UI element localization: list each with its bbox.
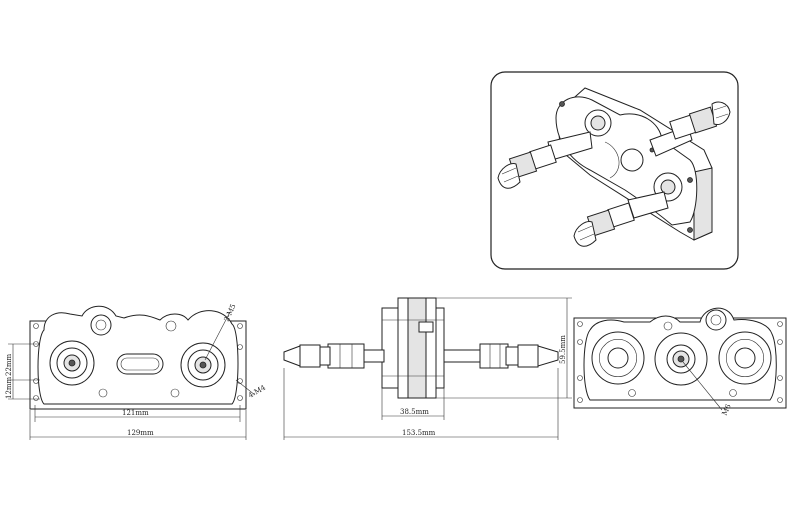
- side-left-sleeve: [299, 344, 321, 368]
- rear-corner-hole-ml: [577, 339, 583, 345]
- label-12mm: 12mm: [5, 376, 13, 399]
- mount-bolt-1: [559, 101, 565, 107]
- label-129mm: 129mm: [127, 429, 154, 437]
- front-corner-hole-bl: [33, 378, 39, 384]
- front-corner-hole-br: [237, 378, 243, 384]
- mount-bolt-3: [687, 227, 693, 233]
- label-385mm: 38.5mm: [400, 408, 429, 416]
- front-gear-left-mid: [56, 347, 88, 379]
- label-121mm: 121mm: [122, 409, 149, 417]
- front-center-slot: [116, 353, 164, 375]
- rear-base-plate: [573, 317, 787, 409]
- side-left-nut: [327, 343, 365, 369]
- side-left-tip: [283, 345, 301, 367]
- front-corner-hole-tr: [237, 323, 243, 329]
- side-right-nut: [479, 343, 509, 369]
- front-gear-left-outer: [49, 340, 95, 386]
- front-corner-hole-br2: [237, 395, 243, 401]
- housing-slot: [604, 141, 620, 179]
- front-top-bolt: [165, 320, 177, 332]
- rear-upper-lobe: [705, 309, 727, 331]
- side-right-shaft: [443, 349, 481, 363]
- rear-gear-right-hub: [734, 347, 756, 369]
- leader-m6: [682, 361, 723, 411]
- rear-corner-hole-bl2: [577, 397, 583, 403]
- gear-hub-right: [660, 179, 676, 195]
- side-right-sleeve: [517, 344, 539, 368]
- side-right-collar: [505, 346, 519, 366]
- rear-gear-right-outer: [718, 331, 772, 385]
- front-upper-hole: [95, 319, 107, 331]
- rear-gear-center-outer: [654, 332, 708, 386]
- rear-corner-hole-br2: [777, 397, 783, 403]
- side-left-shaft: [361, 349, 385, 363]
- rear-top-bolt: [663, 321, 673, 331]
- label-m4: 4-M4: [247, 383, 267, 399]
- label-22mm: 22mm: [5, 353, 13, 376]
- front-view: 2-M5 4-M4 22mm 12mm 121mm 129mm: [5, 303, 267, 440]
- leader-m5: [204, 311, 231, 361]
- front-housing-outline: [37, 305, 239, 405]
- front-gear-right-shaft: [199, 361, 207, 369]
- side-view: 38.5mm 153.5mm 59.5mm: [283, 297, 572, 440]
- rear-upper-hole: [710, 314, 722, 326]
- rear-corner-hole-bl: [577, 375, 583, 381]
- gear-hub-left: [590, 115, 606, 131]
- rear-gear-center-shaft: [677, 355, 685, 363]
- label-m5: 2-M5: [223, 303, 238, 323]
- side-right-tip: [537, 345, 559, 367]
- rear-gear-center-mid: [666, 344, 696, 374]
- collet-front-bottom: [573, 191, 669, 247]
- gearbox-side-face: [693, 167, 713, 241]
- rear-gear-left-outer: [591, 331, 645, 385]
- rear-bolt-br: [729, 389, 737, 397]
- collet-back-right: [649, 101, 731, 157]
- rear-gear-left-hub: [607, 347, 629, 369]
- front-bolt-bl: [98, 388, 108, 398]
- rear-corner-hole-tr: [777, 321, 783, 327]
- collet-front-left: [497, 131, 593, 189]
- gear-housing-center: [620, 148, 644, 172]
- rear-corner-hole-tl: [577, 321, 583, 327]
- rear-view: M6: [573, 307, 787, 417]
- front-gear-left-shaft: [68, 359, 76, 367]
- front-corner-hole-bl2: [33, 395, 39, 401]
- label-1535mm: 153.5mm: [402, 429, 436, 437]
- side-plate-core: [407, 297, 427, 399]
- front-corner-hole-mr: [237, 344, 243, 350]
- label-595mm: 59.5mm: [559, 335, 567, 364]
- front-corner-hole-tl: [33, 323, 39, 329]
- rear-corner-hole-mr: [777, 339, 783, 345]
- side-clip: [418, 321, 434, 333]
- front-center-slot-inner: [120, 357, 160, 371]
- front-bolt-br: [170, 388, 180, 398]
- label-m6: M6: [721, 402, 733, 416]
- front-gear-right-outer: [180, 342, 226, 388]
- mount-bolt-2: [687, 177, 693, 183]
- rear-corner-hole-br: [777, 375, 783, 381]
- front-gear-right-mid: [187, 349, 219, 381]
- isometric-view: [490, 71, 739, 270]
- rear-bolt-bl: [628, 389, 636, 397]
- leader-m4: [235, 379, 256, 396]
- front-upper-lobe: [90, 314, 112, 336]
